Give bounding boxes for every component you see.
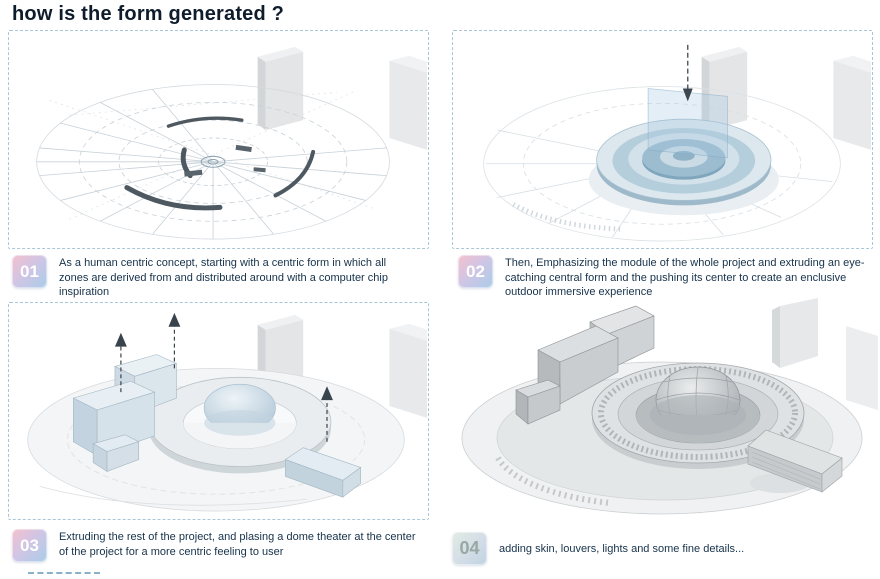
dome-theater xyxy=(183,383,297,449)
step-4-badge: 04 xyxy=(452,532,487,565)
chip-components xyxy=(184,144,266,177)
panel-step-3 xyxy=(8,302,429,520)
background-slab-buildings xyxy=(772,298,878,410)
massing-buildings xyxy=(72,354,362,498)
glass-plane xyxy=(647,88,728,159)
center-node xyxy=(200,155,226,168)
step-3-text: Extruding the rest of the project, and p… xyxy=(59,531,416,558)
step-4: 04 adding skin, louvers, lights and some… xyxy=(452,532,876,565)
step-1-text: As a human centric concept, starting wit… xyxy=(59,257,388,299)
step-3-badge: 03 xyxy=(12,529,47,562)
step-2-text: Then, Emphasizing the module of the whol… xyxy=(505,257,865,299)
panel-step-2 xyxy=(452,30,873,249)
step-2-badge: 02 xyxy=(458,255,493,288)
background-slab-buildings xyxy=(701,46,872,150)
step-2: 02 Then, Emphasizing the module of the w… xyxy=(458,255,876,300)
illustration-detailed-render xyxy=(461,298,878,515)
construction-lines xyxy=(49,90,377,220)
step-4-text: adding skin, louvers, lights and some fi… xyxy=(499,542,745,555)
step-3: 03 Extruding the rest of the project, an… xyxy=(12,529,422,562)
illustration-central-disc xyxy=(483,44,872,242)
page-title: how is the form generated ? xyxy=(12,3,285,25)
shard-buildings xyxy=(515,305,655,425)
extrude-up-arrow-icons xyxy=(114,312,333,442)
panel-step-4 xyxy=(450,298,878,524)
step-1-badge: 01 xyxy=(12,255,47,288)
bottom-dashed-divider xyxy=(28,572,100,574)
step-1: 01 As a human centric concept, starting … xyxy=(12,255,412,300)
background-slab-buildings xyxy=(257,46,428,150)
push-down-arrow-icon xyxy=(682,44,693,102)
illustration-concept-plan xyxy=(36,46,428,240)
geodesic-dome xyxy=(636,366,760,443)
panel-step-1 xyxy=(8,30,429,249)
radial-plan xyxy=(36,84,390,240)
louvered-building-right xyxy=(747,429,843,493)
illustration-massing-dome xyxy=(27,312,428,512)
